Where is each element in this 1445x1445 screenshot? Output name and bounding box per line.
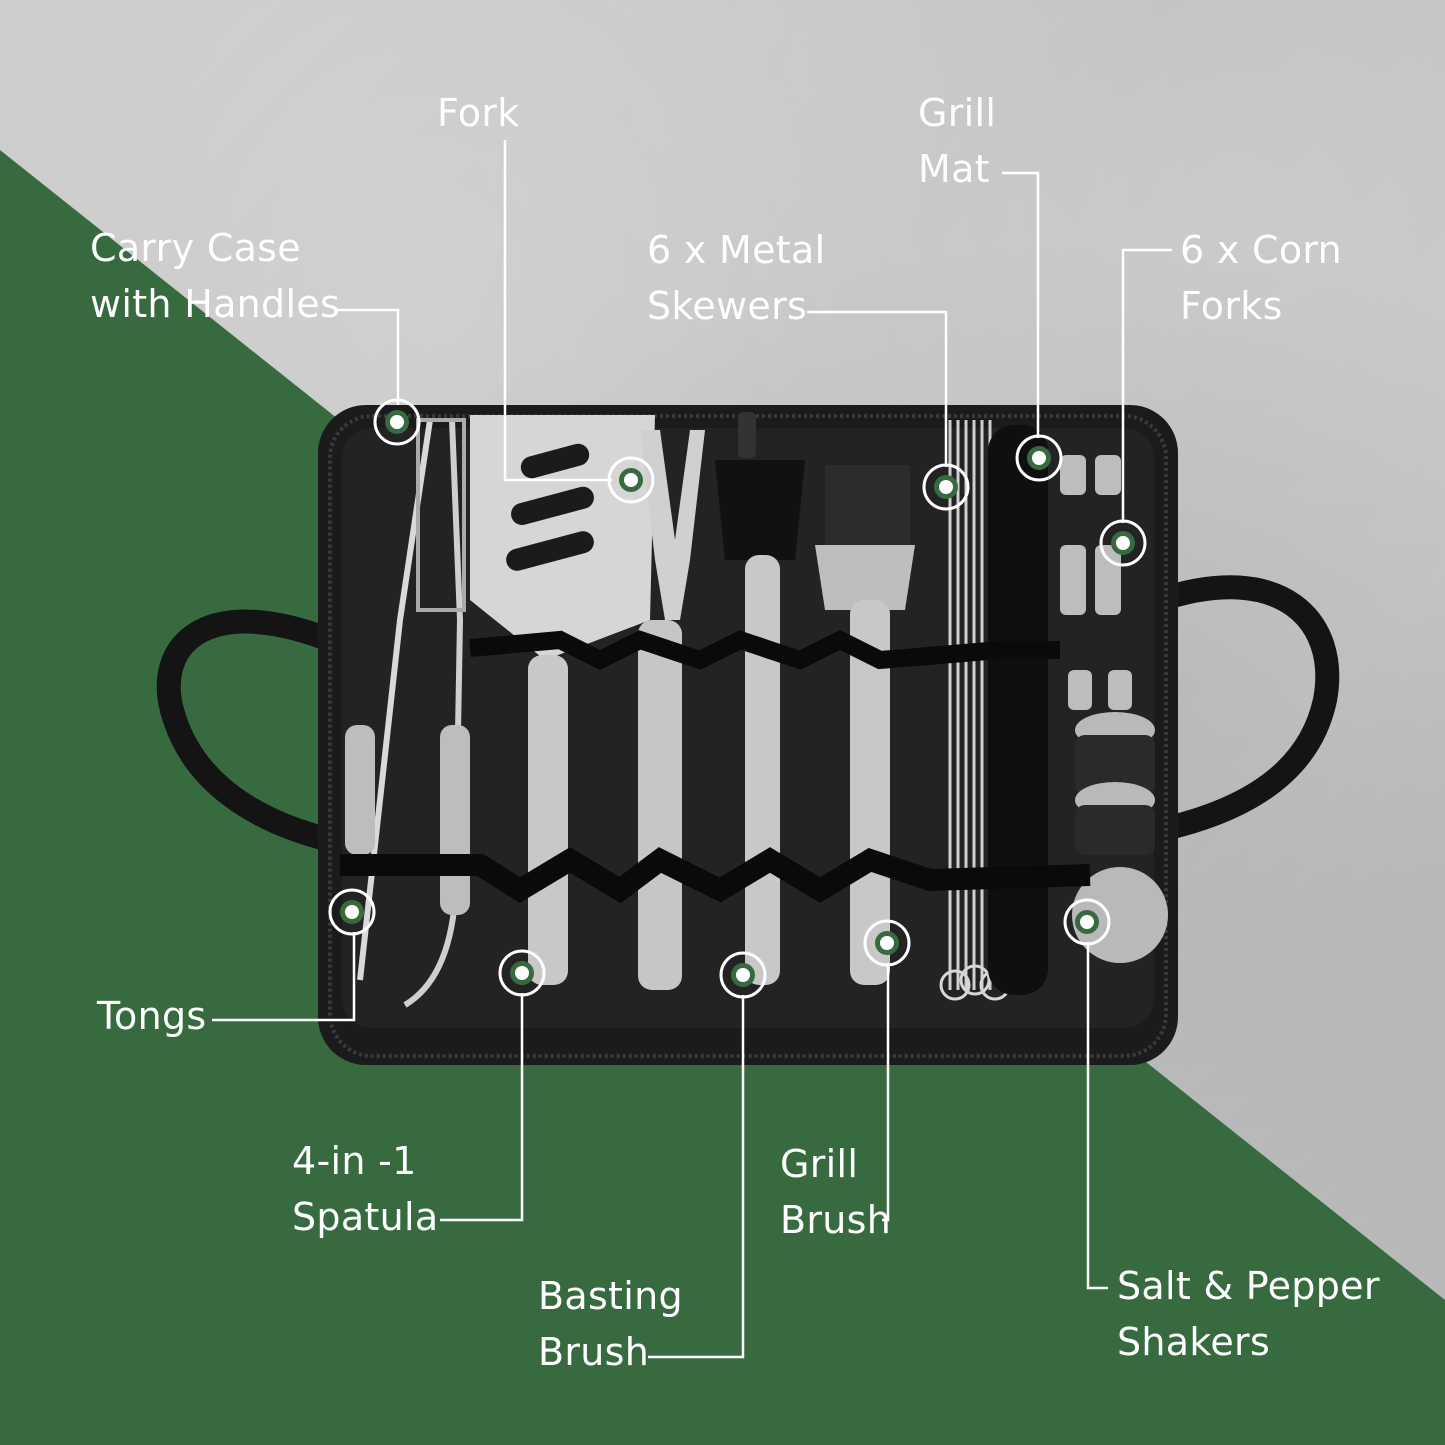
label-line: Forks [1180, 284, 1283, 328]
label-line: with Handles [90, 282, 341, 326]
label-grill-brush: Grill Brush [780, 1136, 891, 1248]
marker-icons [328, 398, 1147, 999]
corn-forks-marker-icon [1099, 519, 1147, 567]
label-line: Grill [918, 91, 997, 135]
carry-case-leader-line [336, 308, 400, 405]
spatula-leader-line [440, 993, 524, 1222]
label-line: Mat [918, 147, 990, 191]
label-line: 6 x Metal [647, 228, 826, 272]
basting-brush-leader-line [648, 995, 745, 1359]
skewers-marker-icon [922, 463, 970, 511]
salt-pepper-leader-line [1086, 942, 1108, 1290]
label-line: 4-in -1 [292, 1139, 417, 1183]
fork-marker-icon [607, 456, 655, 504]
label-line: Skewers [647, 284, 808, 328]
grill-mat-marker-icon [1015, 434, 1063, 482]
label-metal-skewers: 6 x Metal Skewers [647, 222, 825, 334]
tongs-marker-icon [328, 888, 376, 936]
label-line: Tongs [97, 994, 207, 1038]
label-grill-mat: Grill Mat [918, 85, 996, 197]
grill-brush-marker-icon [863, 919, 911, 967]
label-line: Brush [780, 1198, 892, 1242]
label-fork: Fork [437, 85, 520, 141]
label-tongs: Tongs [97, 988, 207, 1044]
salt-pepper-marker-icon [1063, 898, 1111, 946]
grill-brush-leader-line [882, 963, 890, 1222]
grill-mat-leader-line [1002, 171, 1040, 438]
tongs-leader-line [212, 932, 356, 1022]
label-line: Fork [437, 91, 520, 135]
skewers-leader-line [807, 310, 948, 467]
label-carry-case: Carry Case with Handles [90, 220, 340, 332]
right-handle [1156, 575, 1340, 842]
label-line: Shakers [1117, 1320, 1271, 1364]
carry-case-marker-icon [373, 398, 421, 446]
label-line: Carry Case [90, 226, 301, 270]
label-line: 6 x Corn [1180, 228, 1343, 272]
label-line: Basting [538, 1274, 683, 1318]
label-line: Grill [780, 1142, 859, 1186]
label-line: Brush [538, 1330, 650, 1374]
label-spatula: 4-in -1 Spatula [292, 1133, 438, 1245]
label-line: Spatula [292, 1195, 439, 1239]
label-line: Salt & Pepper [1117, 1264, 1380, 1308]
fork-leader-line [503, 140, 612, 482]
spatula-marker-icon [498, 949, 546, 997]
left-handle [156, 609, 335, 852]
corn-forks-leader-line [1121, 248, 1172, 523]
label-corn-forks: 6 x Corn Forks [1180, 222, 1342, 334]
basting-brush-marker-icon [719, 951, 767, 999]
label-basting-brush: Basting Brush [538, 1268, 683, 1380]
label-salt-pepper: Salt & Pepper Shakers [1117, 1258, 1380, 1370]
